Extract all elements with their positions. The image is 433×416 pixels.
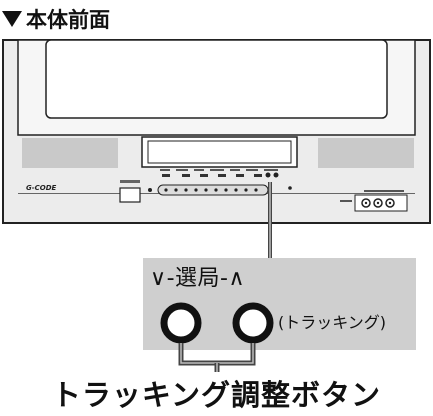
lower-control-strip: G-CODE bbox=[18, 180, 415, 212]
channel-select-label: ∨-選局-∧ bbox=[150, 266, 246, 291]
cassette-door bbox=[147, 140, 292, 164]
logo-text: G-CODE bbox=[26, 184, 57, 192]
speaker-left bbox=[22, 138, 118, 168]
panel-tracking-up-button bbox=[273, 172, 279, 178]
control-buttons bbox=[162, 174, 262, 177]
triangle-marker-icon bbox=[2, 11, 22, 27]
power-button bbox=[119, 187, 141, 203]
tracking-note: (トラッキング) bbox=[278, 313, 387, 332]
panel-tracking-down-button bbox=[265, 172, 271, 178]
section-title: 本体前面 bbox=[26, 8, 110, 32]
caption-title: トラッキング調整ボタン bbox=[51, 378, 382, 412]
control-labels bbox=[160, 169, 278, 171]
section-heading: 本体前面 bbox=[2, 2, 110, 36]
speaker-right bbox=[318, 138, 414, 168]
screen bbox=[45, 39, 388, 119]
power-indicator bbox=[148, 188, 152, 192]
